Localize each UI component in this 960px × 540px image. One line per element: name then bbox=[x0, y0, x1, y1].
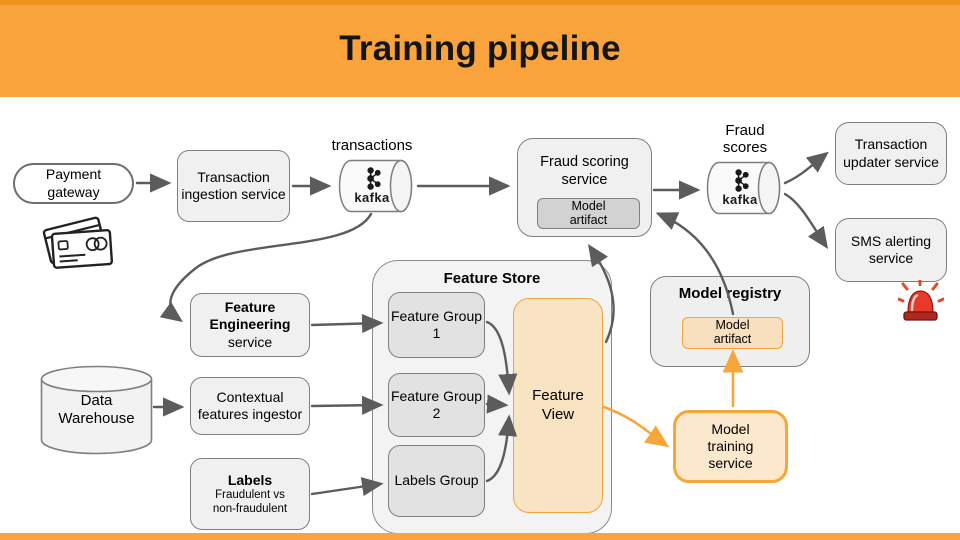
transaction-updater-node: Transaction updater service bbox=[835, 122, 947, 185]
model-registry-artifact: Model artifact bbox=[682, 317, 783, 349]
feature-engineering-label: Feature Engineering bbox=[209, 299, 291, 333]
arrow-feature-view-to-training bbox=[602, 405, 670, 448]
transaction-updater-label: Transaction updater service bbox=[843, 136, 939, 170]
kafka-logo-icon bbox=[734, 169, 749, 192]
arrow-contextual-to-group2 bbox=[310, 395, 384, 415]
feature-view-label: Feature View bbox=[532, 387, 584, 423]
sms-alerting-node: SMS alerting service bbox=[835, 218, 947, 282]
kafka-fraud-scores-node: kafka bbox=[706, 161, 782, 215]
contextual-features-ingestor-label: Contextual features ingestor bbox=[197, 388, 303, 422]
transaction-ingestion-node: Transaction ingestion service bbox=[177, 150, 290, 222]
labels-group-label: Labels Group bbox=[394, 472, 479, 489]
feature-group-2-label: Feature Group 2 bbox=[390, 387, 483, 421]
credit-cards-icon bbox=[42, 216, 114, 269]
model-training-node: Model training service bbox=[673, 410, 788, 483]
arrow-scores-to-updater bbox=[783, 151, 829, 185]
page-title: Training pipeline bbox=[339, 28, 621, 68]
banner-top-stripe bbox=[0, 0, 960, 5]
contextual-features-ingestor-node: Contextual features ingestor bbox=[190, 377, 310, 435]
feature-view-node: Feature View bbox=[513, 298, 603, 513]
arrow-feature-engineering-to-group1 bbox=[310, 313, 384, 334]
footer-bar bbox=[0, 533, 960, 540]
kafka-transactions-node: kafka bbox=[338, 159, 414, 213]
kafka-logo-icon bbox=[366, 167, 381, 190]
data-warehouse-cylinder bbox=[40, 365, 153, 455]
feature-group-1-label: Feature Group 1 bbox=[390, 307, 483, 341]
labels-source-title: Labels bbox=[227, 472, 273, 489]
feature-store-title: Feature Store bbox=[443, 270, 541, 287]
siren-icon bbox=[898, 280, 944, 321]
labels-source-node: Labels Fraudulent vs non-fraudulent bbox=[190, 458, 310, 530]
sms-alerting-label: SMS alerting service bbox=[850, 232, 932, 266]
fraud-scoring-model-artifact: Model artifact bbox=[537, 198, 640, 229]
kafka-wordmark: kafka bbox=[354, 190, 390, 205]
fraud-scoring-label: Fraud scoring service bbox=[540, 154, 629, 188]
feature-group-2-node: Feature Group 2 bbox=[388, 373, 485, 437]
labels-source-subtitle: Fraudulent vs non-fraudulent bbox=[212, 489, 288, 515]
arrow-scores-to-sms bbox=[783, 192, 829, 249]
model-registry-title: Model registry bbox=[678, 285, 782, 302]
model-training-label: Model training service bbox=[707, 420, 754, 472]
data-warehouse-label: Data Warehouse bbox=[58, 392, 135, 427]
fraud-scores-topic-label: Fraud scores bbox=[722, 122, 768, 156]
payment-gateway-label: Payment gateway bbox=[45, 166, 102, 200]
feature-engineering-node: Feature Engineering service bbox=[190, 293, 310, 357]
arrow-labels-to-labels-group bbox=[310, 477, 384, 497]
payment-gateway-node: Payment gateway bbox=[13, 163, 134, 204]
kafka-wordmark: kafka bbox=[722, 192, 758, 207]
transaction-ingestion-label: Transaction ingestion service bbox=[181, 168, 286, 202]
title-banner: Training pipeline bbox=[0, 0, 960, 97]
labels-group-node: Labels Group bbox=[388, 445, 485, 517]
feature-engineering-sublabel: service bbox=[227, 333, 273, 350]
feature-group-1-node: Feature Group 1 bbox=[388, 292, 485, 358]
transactions-topic-label: transactions bbox=[331, 137, 413, 154]
